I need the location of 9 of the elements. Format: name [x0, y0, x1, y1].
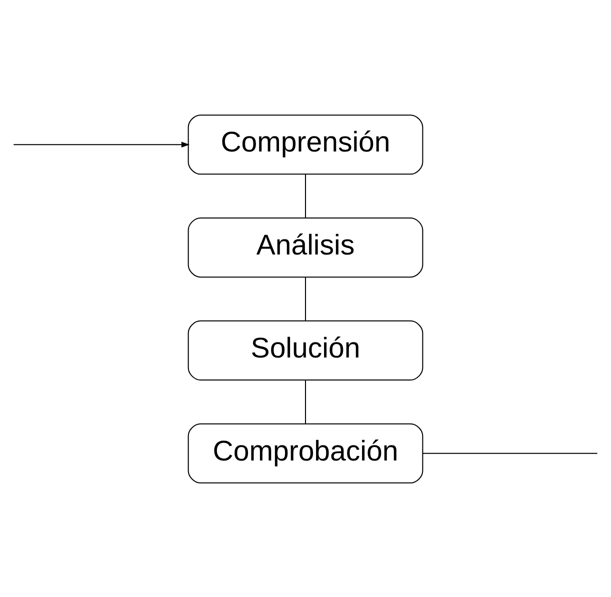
- connector: [305, 276, 306, 320]
- connector: [305, 174, 306, 218]
- node-box: Solución: [188, 320, 424, 380]
- connector: [305, 380, 306, 424]
- arrow: [14, 141, 190, 147]
- node-box: Análisis: [188, 216, 424, 278]
- node-box: Comprensión: [188, 114, 424, 174]
- connector: [422, 452, 598, 454]
- node-box: Comprobación: [188, 422, 424, 483]
